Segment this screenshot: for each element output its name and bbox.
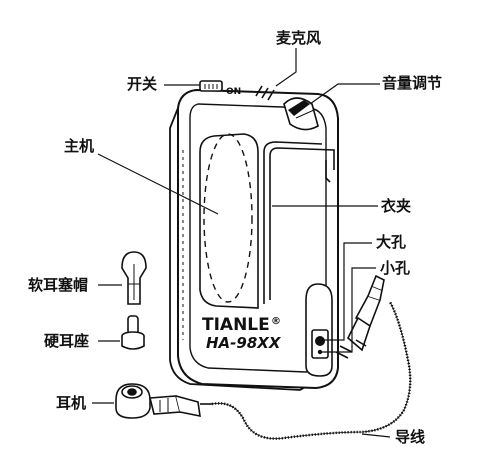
brand-name: TIANLE: [202, 315, 270, 335]
leader-lines: [92, 48, 391, 438]
main-unit-body: [169, 88, 339, 391]
soft-ear-cap: [121, 251, 147, 305]
label-small-hole: 小孔: [380, 259, 411, 277]
label-microphone: 麦克风: [276, 29, 322, 47]
model-name: HA-98XX: [206, 334, 282, 352]
label-power-switch: 开关: [127, 75, 158, 93]
label-cable: 导线: [395, 428, 426, 446]
jack-panel: [305, 283, 333, 377]
switch-on-text: ON: [226, 87, 241, 97]
power-switch[interactable]: [199, 80, 223, 92]
large-hole-jack[interactable]: [315, 336, 325, 346]
small-hole-jack[interactable]: [317, 349, 323, 355]
earphone: [115, 383, 151, 419]
label-soft-ear-cap: 软耳塞帽: [28, 276, 89, 294]
label-hard-ear-base: 硬耳座: [44, 332, 90, 350]
cable-plug-main: [335, 295, 382, 359]
registered-mark: ®: [271, 316, 281, 327]
hard-ear-base: [121, 315, 145, 350]
cable-core: [211, 301, 411, 439]
label-clothing-clip: 衣夹: [381, 197, 412, 215]
label-volume-control: 音量调节: [382, 74, 443, 92]
clothing-clip: [263, 141, 335, 304]
label-earphone: 耳机: [56, 394, 87, 412]
cable-connector-top: [367, 274, 385, 301]
label-main-unit: 主机: [64, 137, 95, 155]
microphone-grille: [255, 85, 275, 101]
volume-wheel[interactable]: [283, 97, 319, 131]
internal-component-outline: [203, 133, 253, 303]
earphone-plug: [148, 395, 212, 418]
label-large-hole: 大孔: [376, 233, 407, 251]
